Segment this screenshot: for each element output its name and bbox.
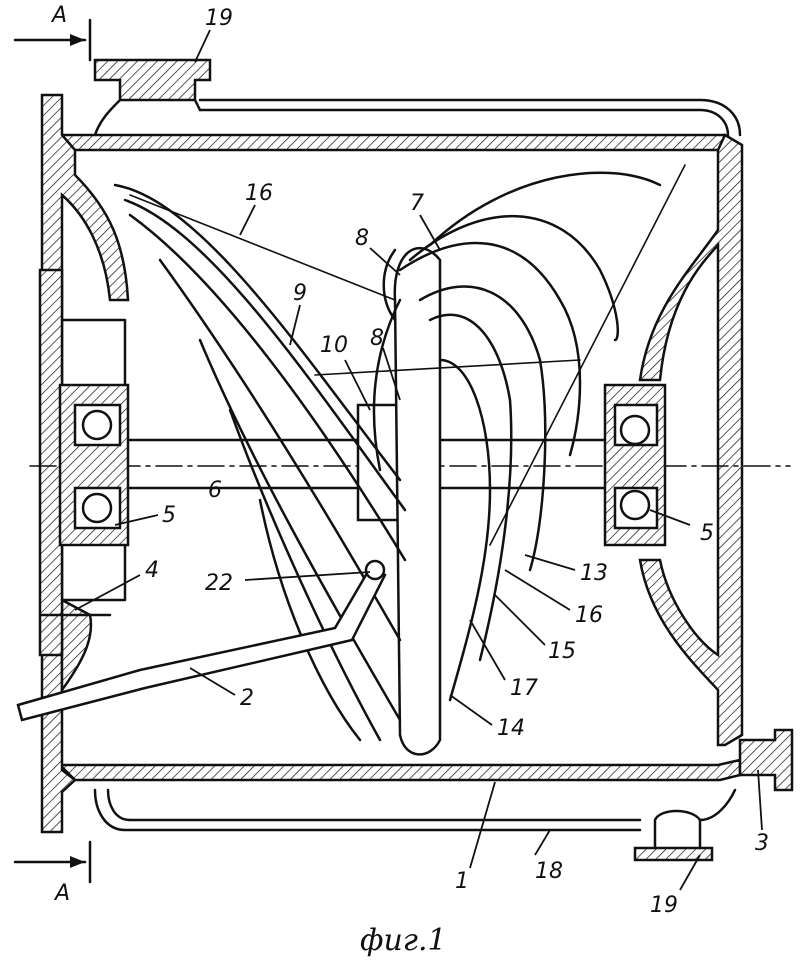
label-8-upper: 8 — [355, 226, 369, 251]
label-22: 22 — [205, 571, 233, 596]
label-5-left: 5 — [162, 503, 176, 528]
section-mark-top: A — [15, 3, 90, 60]
rotor-disc — [395, 248, 440, 754]
label-14: 14 — [497, 716, 525, 741]
section-mark-bottom: A — [15, 842, 90, 906]
label-15: 15 — [548, 639, 576, 664]
section-letter-top: A — [50, 3, 67, 28]
figure-caption: фиг.1 — [360, 923, 447, 958]
label-7: 7 — [410, 191, 424, 216]
section-letter-bottom: A — [53, 881, 70, 906]
label-16-upper: 16 — [245, 181, 273, 206]
label-6: 6 — [208, 478, 222, 503]
label-1: 1 — [455, 869, 469, 894]
label-19-top: 19 — [205, 6, 233, 31]
label-19-bottom: 19 — [650, 893, 678, 918]
label-17: 17 — [510, 676, 538, 701]
label-5-right: 5 — [700, 521, 714, 546]
label-2: 2 — [240, 686, 254, 711]
label-10: 10 — [320, 333, 348, 358]
label-9: 9 — [293, 281, 307, 306]
label-13: 13 — [580, 561, 608, 586]
bearing-right — [605, 385, 665, 545]
bearing-left — [60, 385, 128, 545]
label-4: 4 — [145, 558, 159, 583]
label-18: 18 — [535, 859, 563, 884]
label-16-lower: 16 — [575, 603, 603, 628]
nozzle-bottom — [635, 811, 712, 860]
outlet-pipe — [740, 730, 792, 790]
label-3: 3 — [755, 831, 769, 856]
nozzle-top — [95, 60, 210, 135]
label-8-lower: 8 — [370, 326, 384, 351]
